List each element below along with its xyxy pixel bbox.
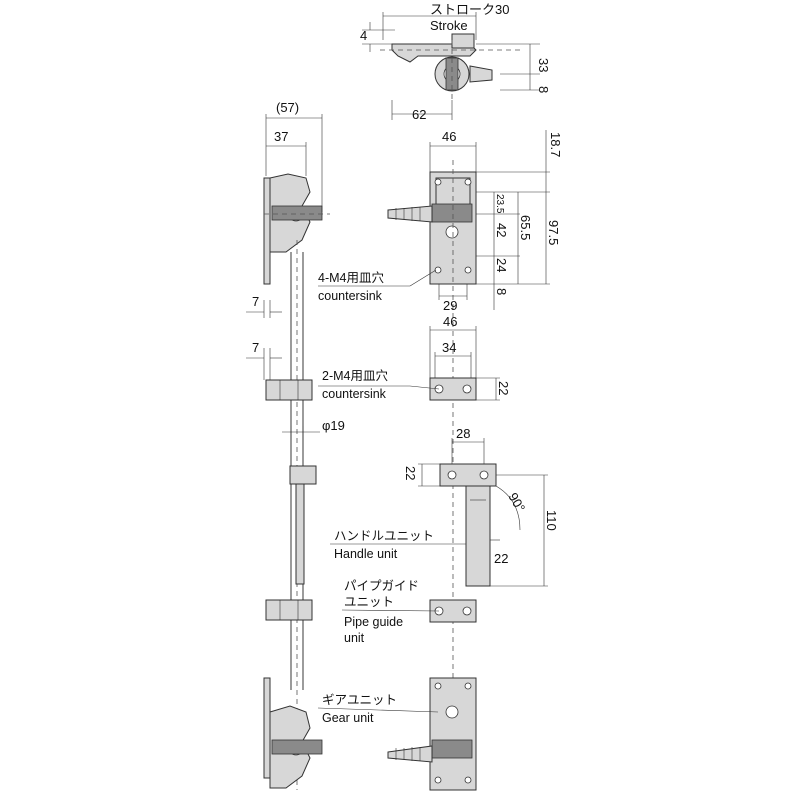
leader-lines	[317, 269, 466, 713]
dim-23-5: 23.5	[494, 194, 505, 214]
label-handle-en: Handle unit	[334, 547, 398, 561]
top-view-dimensions	[362, 12, 540, 120]
front-view-pipe-guide-2	[429, 599, 477, 623]
side-view-top-gear	[263, 173, 330, 285]
dim-110: 110	[544, 510, 559, 531]
front-view-handle	[439, 463, 497, 587]
dim-29: 29	[443, 298, 457, 313]
label-pipe-en: Pipe guide	[344, 615, 403, 629]
dim-90-deg: 90°	[505, 490, 528, 515]
dim-46-top: 46	[442, 129, 456, 144]
dim-stroke-jp: ストローク30	[430, 2, 509, 17]
dim-46-bottom: 46	[443, 314, 457, 329]
label-pipe-jp: パイプガイド	[344, 579, 419, 593]
dim-65-5: 65.5	[518, 215, 533, 240]
front-view-dimensions	[418, 130, 550, 587]
top-stroke-view	[380, 33, 520, 100]
side-view-pipe-guide-2	[265, 599, 313, 621]
front-view-top-gear	[387, 160, 477, 790]
label-hole2-jp: 2-M4用皿穴	[322, 368, 388, 383]
dim-22-guide: 22	[496, 381, 511, 395]
dim-top-8: 8	[536, 86, 551, 93]
dim-24: 24	[494, 258, 509, 272]
label-gear-en: Gear unit	[322, 711, 374, 725]
front-view-pipe-guide-1	[429, 377, 477, 401]
dim-phi19: φ19	[322, 418, 345, 433]
dim-57: (57)	[276, 100, 299, 115]
side-view-handle	[289, 465, 317, 585]
dim-top-62: 62	[412, 107, 426, 122]
dim-34: 34	[442, 340, 456, 355]
dim-stroke-en: Stroke	[430, 18, 468, 33]
dim-97-5: 97.5	[546, 220, 561, 245]
dim-7-b: 7	[252, 340, 259, 355]
dim-22-handle-width: 22	[494, 551, 508, 566]
dim-top-4: 4	[360, 28, 367, 43]
dim-37: 37	[274, 129, 288, 144]
dim-8: 8	[494, 288, 509, 295]
dim-7-a: 7	[252, 294, 259, 309]
dim-18-7: 18.7	[548, 132, 563, 157]
dim-22-handle: 22	[403, 466, 418, 480]
label-pipe-jp2: ユニット	[344, 595, 394, 609]
label-hole4-jp: 4-M4用皿穴	[318, 270, 384, 285]
label-pipe-en2: unit	[344, 631, 365, 645]
label-gear-jp: ギアユニット	[322, 693, 397, 707]
label-hole4-en: countersink	[318, 289, 383, 303]
dim-top-33: 33	[536, 58, 551, 72]
side-view-dimensions	[246, 114, 323, 440]
dim-42: 42	[494, 223, 509, 237]
dim-28: 28	[456, 426, 470, 441]
label-handle-jp: ハンドルユニット	[334, 529, 434, 543]
front-view-bottom-gear	[387, 677, 477, 791]
side-view-bottom-gear	[263, 677, 323, 789]
label-hole2-en: countersink	[322, 387, 387, 401]
side-view-pipe-guide-1	[265, 379, 313, 401]
